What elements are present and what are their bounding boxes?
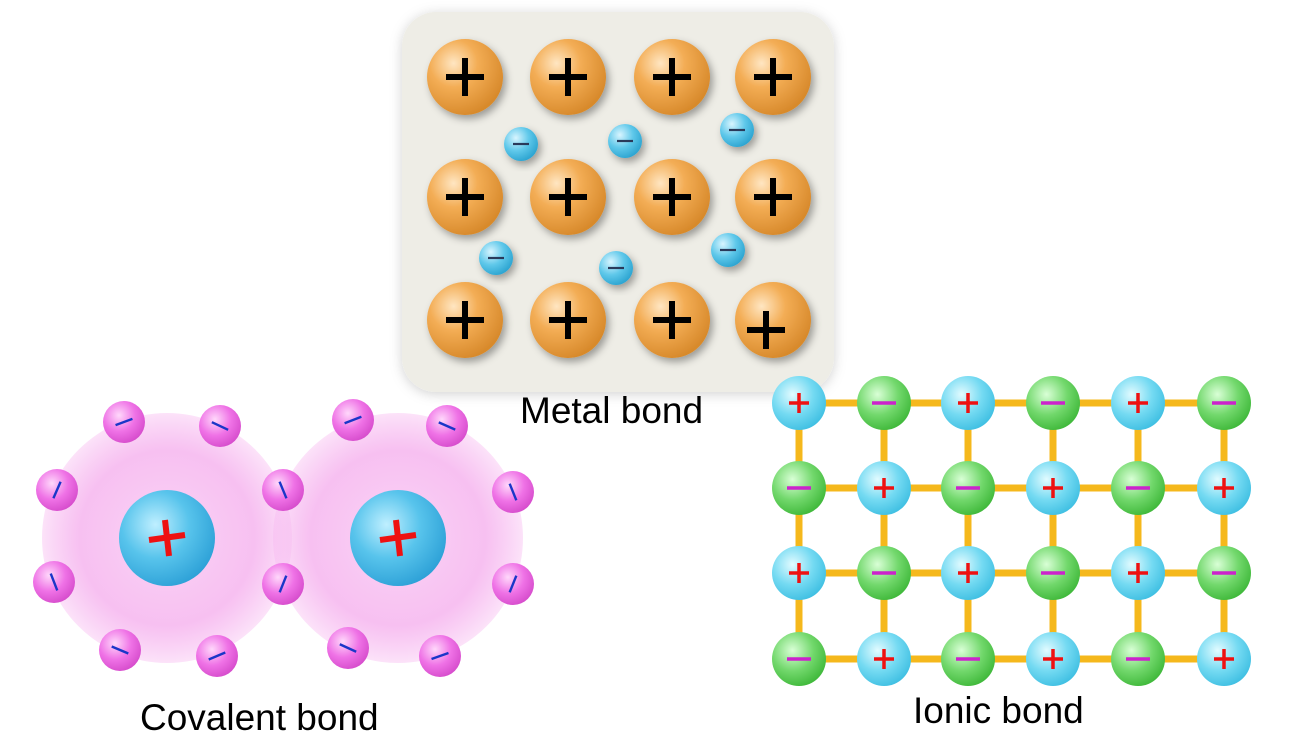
metal-panel: [402, 12, 834, 392]
covalent-bond-caption: Covalent bond: [140, 697, 379, 738]
metal-cation: [634, 282, 710, 358]
metal-free-electron: [504, 127, 538, 161]
metal-free-electron: [608, 124, 642, 158]
metal-cation: [427, 282, 503, 358]
metal-cation: [427, 39, 503, 115]
covalent-electron: [196, 635, 238, 677]
ionic-anion: [1111, 461, 1165, 515]
covalent-electron: [426, 405, 468, 447]
ionic-cation: [1026, 461, 1080, 515]
metal-free-electron: [599, 251, 633, 285]
covalent-electron: [99, 629, 141, 671]
covalent-nucleus: [119, 490, 215, 586]
ionic-cation: [857, 632, 911, 686]
metal-cation: [634, 39, 710, 115]
ionic-cation: [772, 376, 826, 430]
covalent-electron: [492, 471, 534, 513]
ionic-bond-caption: Ionic bond: [913, 690, 1084, 731]
metal-free-electron: [720, 113, 754, 147]
ionic-cation: [1026, 632, 1080, 686]
ionic-anion: [772, 632, 826, 686]
ionic-anion: [857, 376, 911, 430]
metal-free-electron: [479, 241, 513, 275]
metal-cation: [530, 282, 606, 358]
ionic-anion: [941, 632, 995, 686]
covalent-bond-diagram: [33, 399, 534, 677]
ionic-cation: [1197, 632, 1251, 686]
ionic-cation: [941, 376, 995, 430]
ionic-cation: [941, 546, 995, 600]
ionic-cation: [1111, 376, 1165, 430]
ionic-anion: [857, 546, 911, 600]
ionic-anion: [772, 461, 826, 515]
metal-cation: [427, 159, 503, 235]
metal-cation: [530, 159, 606, 235]
metal-cation: [735, 159, 811, 235]
ionic-anion: [1197, 376, 1251, 430]
metal-bond-diagram: [402, 12, 834, 392]
covalent-electron: [327, 627, 369, 669]
covalent-electron: [419, 635, 461, 677]
covalent-electron: [199, 405, 241, 447]
metal-cation: [530, 39, 606, 115]
covalent-electron: [33, 561, 75, 603]
covalent-electron: [262, 469, 304, 511]
ionic-anion: [1026, 546, 1080, 600]
ionic-cation: [1197, 461, 1251, 515]
ionic-anion: [1026, 376, 1080, 430]
metal-free-electron: [711, 233, 745, 267]
covalent-electron: [492, 563, 534, 605]
covalent-electron: [262, 563, 304, 605]
ionic-anion: [1197, 546, 1251, 600]
ionic-cation: [772, 546, 826, 600]
ionic-cation: [857, 461, 911, 515]
ionic-cation: [1111, 546, 1165, 600]
covalent-electron: [332, 399, 374, 441]
metal-bond-caption: Metal bond: [520, 390, 704, 431]
covalent-nucleus: [350, 490, 446, 586]
ionic-bond-diagram: [772, 376, 1251, 686]
covalent-electron: [103, 401, 145, 443]
covalent-electron: [36, 469, 78, 511]
metal-cation: [735, 39, 811, 115]
ionic-anion: [941, 461, 995, 515]
ionic-anion: [1111, 632, 1165, 686]
metal-cation: [735, 282, 811, 358]
metal-cation: [634, 159, 710, 235]
